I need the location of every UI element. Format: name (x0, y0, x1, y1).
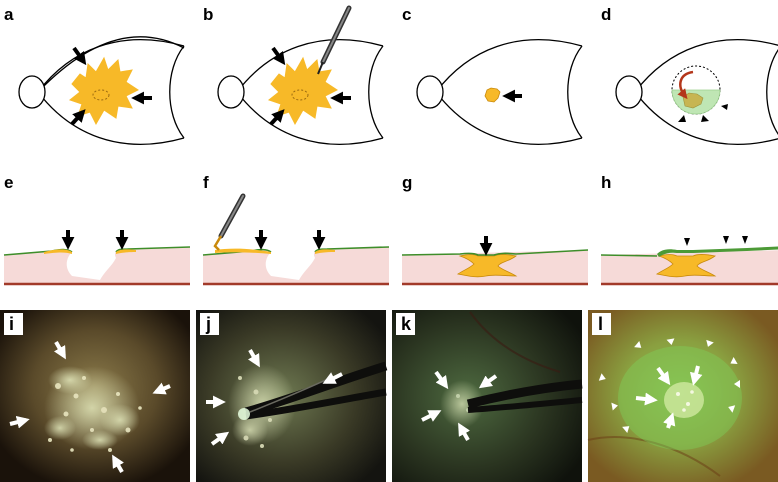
panel-d: d (601, 5, 778, 145)
panel-label-g: g (402, 173, 412, 192)
panel-label-l: l (598, 314, 603, 334)
arrowhead-icon (742, 236, 748, 244)
arrowhead-icon (634, 341, 642, 348)
arrow-icon (663, 412, 676, 429)
panel-c: c (402, 5, 583, 145)
arrowhead-icon (598, 373, 606, 381)
membrane-layer (44, 249, 136, 254)
blood-vessel (587, 436, 721, 477)
membrane-specks (664, 382, 704, 418)
panel-label-c: c (402, 5, 411, 24)
arrowhead-icon (734, 380, 740, 388)
arrow-icon (210, 431, 230, 446)
arrow-icon (70, 109, 86, 126)
arrow-icon (322, 372, 343, 384)
panel-label-box (4, 313, 23, 335)
panel-label-box (592, 313, 611, 335)
panel-a: a (4, 5, 185, 145)
forceps-icon (244, 361, 388, 420)
arrowhead-icon (666, 338, 675, 345)
panel-label-box (396, 313, 415, 335)
arrow-icon (421, 410, 442, 422)
panel-label-h: h (601, 173, 611, 192)
eye-outline-full (37, 39, 185, 145)
forceps-icon (466, 379, 583, 413)
arrowhead-icon (701, 115, 709, 122)
arrow-icon (458, 422, 471, 441)
optic-disc (18, 75, 46, 109)
light-reflex (238, 408, 250, 420)
optic-disc (615, 75, 643, 109)
fovea (291, 89, 309, 101)
membrane-plug (655, 254, 717, 278)
arrowhead-icon (684, 238, 690, 246)
panel-j: j (196, 310, 388, 482)
panel-label-j: j (205, 314, 211, 334)
arrow-icon (635, 392, 658, 406)
arrow-icon (247, 349, 260, 368)
membrane-plug (484, 87, 501, 103)
curved-arrow-icon (677, 70, 694, 100)
panel-label-a: a (4, 5, 14, 24)
retina-section (203, 247, 389, 284)
arrow-icon (72, 46, 87, 66)
arrowhead-icon (723, 236, 729, 244)
eye-outline-full (236, 39, 384, 145)
arrowhead-icon (678, 115, 686, 122)
panel-h: h (600, 173, 778, 286)
blood-vessel (469, 311, 561, 373)
arrowhead-icon (622, 426, 630, 433)
membrane-plug (682, 92, 704, 109)
arrow-icon (434, 370, 449, 390)
panel-f: f (202, 173, 390, 286)
optic-disc (416, 75, 444, 109)
arrowhead-icon (721, 104, 728, 110)
arrow-icon (689, 365, 703, 386)
panel-label-d: d (601, 5, 611, 24)
arrow-icon (152, 382, 171, 395)
panel-g: g (401, 173, 589, 286)
panel-label-e: e (4, 173, 13, 192)
membrane (68, 56, 139, 126)
arrowhead-icon (730, 357, 738, 364)
panel-label-b: b (203, 5, 213, 24)
arrow-icon (53, 341, 66, 360)
eye-outline (37, 36, 185, 93)
arrow-icon (269, 109, 285, 126)
membrane (267, 56, 338, 126)
arrowhead-icon (611, 402, 618, 411)
eye-outline-full (634, 39, 778, 145)
forceps-icon (213, 193, 246, 251)
membrane-specks (44, 366, 142, 452)
retina-section (4, 247, 190, 284)
panel-label-f: f (203, 173, 209, 192)
membrane-plug (456, 254, 518, 278)
arrow-icon (9, 415, 30, 429)
inverted-flap-layer (657, 246, 778, 257)
arrowhead-icon (728, 405, 736, 413)
arrow-icon (271, 46, 286, 66)
retina-surface (600, 254, 658, 257)
arrow-icon (112, 454, 125, 473)
panel-e: e (3, 173, 191, 286)
arrow-icon (478, 374, 498, 389)
eye-outline-full (435, 39, 583, 145)
panel-b: b (203, 5, 384, 145)
panel-k: k (392, 310, 583, 482)
arrowhead-icon (706, 339, 714, 347)
panel-label-i: i (9, 314, 14, 334)
panel-label-box (200, 313, 219, 335)
arrow-icon (656, 366, 671, 386)
forceps-icon (317, 5, 352, 75)
panel-label-k: k (401, 314, 412, 334)
panel-l: l (587, 310, 778, 482)
optic-disc (217, 75, 245, 109)
fovea (92, 89, 110, 101)
membrane-layer (215, 248, 335, 254)
panel-i: i (0, 310, 190, 482)
